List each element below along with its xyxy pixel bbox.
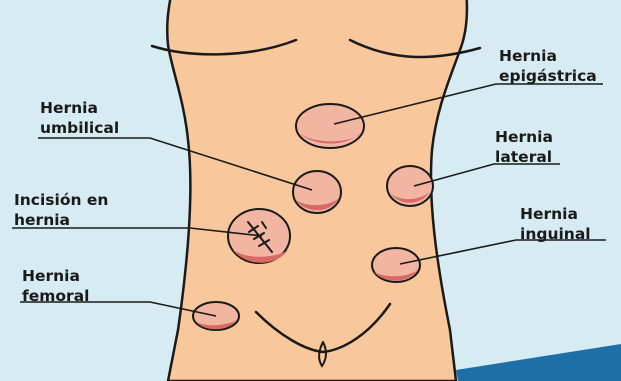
corner-band [456,344,621,381]
hernia-lateral-bulge [387,166,433,206]
label-hernia-lateral: Hernia lateral [495,127,553,167]
label-line: umbilical [40,118,119,138]
label-line: lateral [495,147,553,167]
label-hernia-epigastrica: Hernia epigástrica [499,46,597,86]
label-incision-en-hernia: Incisión en hernia [14,190,108,230]
label-line: Hernia [22,266,89,286]
hernia-epigastrica-bulge [296,104,364,148]
label-line: Hernia [520,204,591,224]
label-line: hernia [14,210,108,230]
label-line: epigástrica [499,66,597,86]
label-line: Incisión en [14,190,108,210]
label-line: Hernia [40,98,119,118]
label-line: inguinal [520,224,591,244]
label-line: Hernia [499,46,597,66]
label-hernia-femoral: Hernia femoral [22,266,89,306]
label-line: Hernia [495,127,553,147]
leader-line-lateral [414,164,560,186]
hernia-inguinal-bulge [372,248,420,282]
label-hernia-inguinal: Hernia inguinal [520,204,591,244]
label-line: femoral [22,286,89,306]
label-hernia-umbilical: Hernia umbilical [40,98,119,138]
hernia-umbilical-bulge [293,171,341,213]
